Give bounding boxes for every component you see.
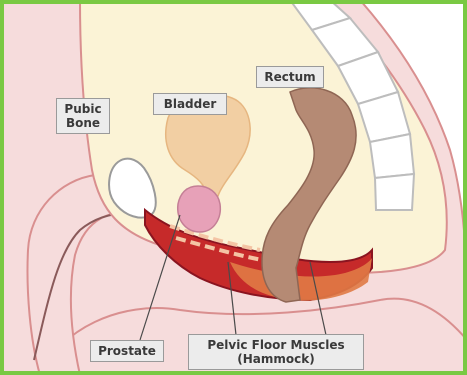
- label-rectum: Rectum: [256, 66, 324, 88]
- label-pubic-bone: Pubic Bone: [56, 98, 110, 134]
- prostate-shape: [178, 186, 221, 232]
- label-prostate: Prostate: [90, 340, 164, 362]
- label-bladder: Bladder: [153, 93, 227, 115]
- label-pelvic-floor-muscles: Pelvic Floor Muscles (Hammock): [188, 334, 364, 370]
